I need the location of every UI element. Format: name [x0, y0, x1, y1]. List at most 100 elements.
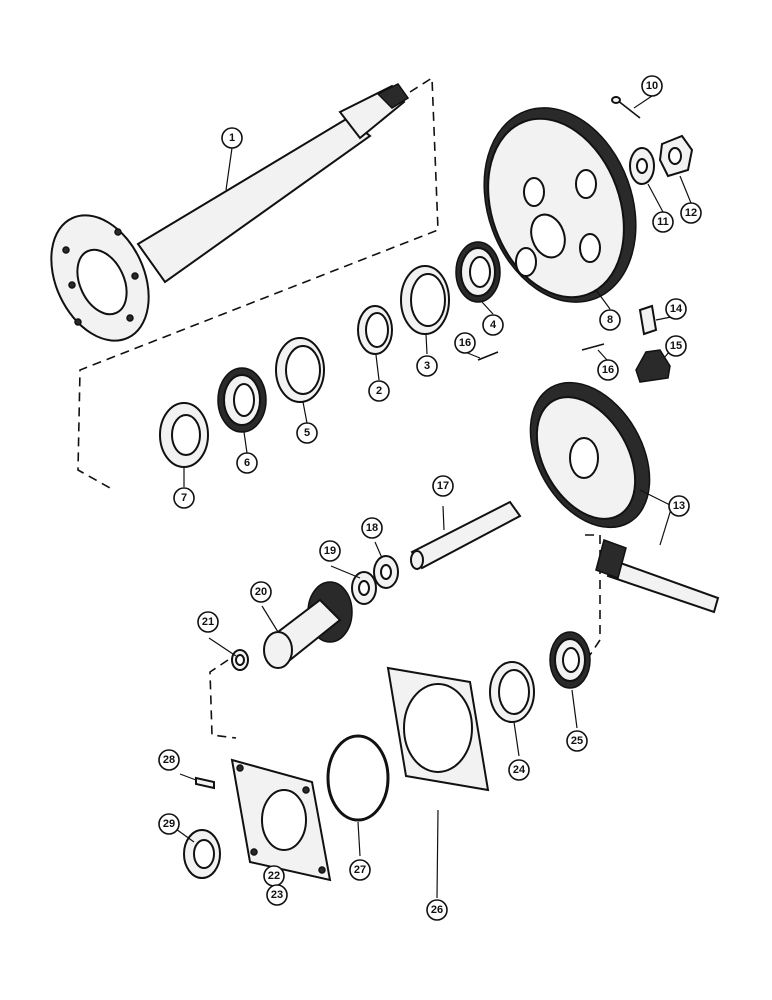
leader-lines [168, 95, 692, 899]
callout-17: 17 [432, 475, 454, 497]
callout-28: 28 [158, 749, 180, 771]
callout-circle [266, 884, 288, 906]
callout-number: 23 [271, 889, 283, 901]
callout-8: 8 [599, 309, 621, 331]
callout-16: 16 [454, 332, 476, 354]
callout-circle [680, 202, 702, 224]
callout-circle [361, 517, 383, 539]
callout-number: 6 [244, 457, 250, 469]
callout-number: 20 [255, 586, 267, 598]
callout-number: 27 [354, 864, 366, 876]
callout-circle [482, 314, 504, 336]
callout-circle [668, 495, 690, 517]
callout-16: 16 [597, 359, 619, 381]
callout-number: 4 [490, 319, 497, 331]
callout-group: 1234567810111214151616171819202113222324… [158, 75, 702, 921]
callout-12: 12 [680, 202, 702, 224]
callout-24: 24 [508, 759, 530, 781]
callout-circle [158, 749, 180, 771]
callout-4: 4 [482, 314, 504, 336]
callout-circle [368, 380, 390, 402]
oil-seal-29 [183, 829, 221, 879]
callout-1: 1 [221, 127, 243, 149]
roll-pin-a [477, 351, 499, 361]
callout-21: 21 [197, 611, 219, 633]
callout-circle [652, 211, 674, 233]
callout-number: 29 [163, 818, 175, 830]
callout-circle [597, 359, 619, 381]
callout-18: 18 [361, 517, 383, 539]
callout-number: 19 [324, 545, 336, 557]
ring-gear-and-pinion [529, 381, 720, 614]
thrust-washer-19 [351, 571, 377, 605]
callout-circle [426, 899, 448, 921]
callout-2: 2 [368, 380, 390, 402]
thrust-washer-18 [373, 555, 399, 589]
callout-circle [432, 475, 454, 497]
callout-circle [250, 581, 272, 603]
callout-circle [197, 611, 219, 633]
assembly-dash-line-lower [209, 534, 601, 739]
callout-number: 10 [646, 80, 658, 92]
callout-circle [319, 540, 341, 562]
callout-25: 25 [566, 730, 588, 752]
seal-ring [357, 305, 393, 355]
snap-ring [231, 649, 249, 671]
callout-10: 10 [641, 75, 663, 97]
callout-number: 18 [366, 522, 378, 534]
callout-15: 15 [665, 335, 687, 357]
callout-circle [665, 335, 687, 357]
cross-shaft [410, 500, 522, 570]
bearing-cone-4 [455, 241, 501, 303]
callout-number: 26 [431, 904, 443, 916]
callout-number: 14 [670, 303, 683, 315]
callout-circle [221, 127, 243, 149]
callout-number: 12 [685, 207, 697, 219]
callout-7: 7 [173, 487, 195, 509]
cotter-pin [611, 96, 641, 119]
final-drive-gear [483, 107, 637, 303]
callout-circle [416, 355, 438, 377]
bearing-cup-3 [400, 265, 450, 335]
callout-circle [508, 759, 530, 781]
gasket [386, 666, 490, 792]
roll-pin-b [581, 343, 605, 351]
callout-5: 5 [296, 422, 318, 444]
callout-circle [173, 487, 195, 509]
assembly-dash-line-upper [77, 76, 439, 489]
callout-20: 20 [250, 581, 272, 603]
callout-11: 11 [652, 211, 674, 233]
bearing-cup-5 [275, 337, 325, 403]
callout-circle [599, 309, 621, 331]
callout-number: 28 [163, 754, 175, 766]
callout-circle [349, 859, 371, 881]
callout-number: 13 [673, 500, 685, 512]
callout-circle [566, 730, 588, 752]
callout-circle [296, 422, 318, 444]
side-gear [263, 581, 353, 669]
differential-pinion [635, 349, 671, 383]
axle-shaft [50, 83, 410, 342]
callout-14: 14 [665, 298, 687, 320]
callout-number: 8 [607, 314, 613, 326]
bearing-cone-6 [217, 367, 267, 433]
callout-number: 2 [376, 385, 382, 397]
callout-3: 3 [416, 355, 438, 377]
callout-number: 17 [437, 480, 449, 492]
callout-number: 15 [670, 340, 682, 352]
callout-27: 27 [349, 859, 371, 881]
callout-number: 16 [459, 337, 471, 349]
callout-26: 26 [426, 899, 448, 921]
callout-number: 25 [571, 735, 583, 747]
bolt [195, 776, 215, 790]
callout-circle [236, 452, 258, 474]
callout-number: 16 [602, 364, 614, 376]
bearing-cover [230, 758, 332, 882]
callout-circle [665, 298, 687, 320]
callout-19: 19 [319, 540, 341, 562]
callout-circle [641, 75, 663, 97]
oil-seal-7 [159, 402, 209, 468]
callout-29: 29 [158, 813, 180, 835]
bearing-cup-24 [489, 661, 535, 723]
